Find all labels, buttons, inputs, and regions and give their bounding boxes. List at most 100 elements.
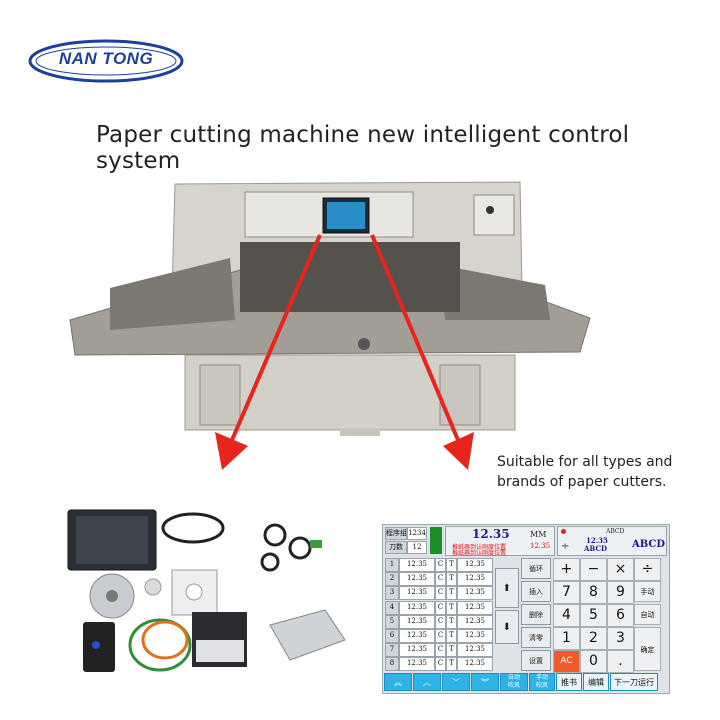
display-abcd-small: ABCD <box>606 528 625 535</box>
power-supply-part <box>269 609 346 661</box>
belt-part <box>161 512 225 544</box>
keypad-key[interactable]: − <box>580 558 607 581</box>
keypad-key[interactable]: AC <box>553 650 580 673</box>
row-t-flag[interactable]: T <box>446 572 457 587</box>
toolbar-button[interactable]: 自动 吹风 <box>500 673 528 691</box>
program-group-label: 程序组 <box>385 527 407 540</box>
scroll-down-icon[interactable]: ⬇ <box>495 610 519 644</box>
row-c-flag[interactable]: C <box>435 572 446 587</box>
toolbar-button[interactable]: ︽ <box>384 673 412 691</box>
row-c-flag[interactable]: C <box>435 600 446 615</box>
keypad-key[interactable]: 5 <box>580 604 607 627</box>
row-value[interactable]: 12.35 <box>399 586 435 601</box>
control-panel-screenshot: 程序组 1234 刀数 12 12.35 MM 推纸器到认刚度位置 推纸器到认刚… <box>382 524 670 694</box>
function-button[interactable]: 删除 <box>521 604 551 625</box>
alarm-dot-icon <box>561 529 566 534</box>
function-button[interactable]: 清零 <box>521 627 551 648</box>
status-indicator-icon <box>430 527 442 554</box>
row-number: 4 <box>385 600 399 615</box>
row-c-flag[interactable]: C <box>435 629 446 643</box>
row-number: 8 <box>385 657 399 672</box>
keypad-side-key[interactable]: 确定 <box>634 627 661 671</box>
function-button[interactable]: 循环 <box>521 558 551 579</box>
keypad-key[interactable]: 8 <box>580 581 607 604</box>
row-result[interactable]: 12.35 <box>457 600 493 615</box>
calculator-display: ABCD ÷ 12.35 ABCD ABCD <box>557 526 667 556</box>
toolbar-button[interactable]: 推书 <box>556 673 582 691</box>
position-readout: 12.35 MM 推纸器到认刚度位置 推纸器到认刚度位置 12.35 <box>445 526 555 557</box>
keypad-key[interactable]: 1 <box>553 627 580 650</box>
row-result[interactable]: 12.35 <box>457 572 493 587</box>
row-result[interactable]: 12.35 <box>457 629 493 643</box>
row-result[interactable]: 12.35 <box>457 657 493 672</box>
keypad-key[interactable]: 0 <box>580 650 607 673</box>
row-t-flag[interactable]: T <box>446 614 457 629</box>
toolbar-button[interactable]: 手动 吹风 <box>529 673 555 691</box>
row-number: 7 <box>385 643 399 658</box>
toolbar-button[interactable]: ︿ <box>413 673 441 691</box>
row-value[interactable]: 12.35 <box>399 643 435 658</box>
scroll-up-icon[interactable]: ⬆ <box>495 568 519 608</box>
row-c-flag[interactable]: C <box>435 657 446 672</box>
control-system-parts-image <box>67 509 346 672</box>
keypad-key[interactable]: 7 <box>553 581 580 604</box>
row-number: 6 <box>385 629 399 643</box>
keypad-key[interactable]: 2 <box>580 627 607 650</box>
row-result[interactable]: 12.35 <box>457 614 493 629</box>
function-button[interactable]: 设置 <box>521 650 551 671</box>
row-number: 3 <box>385 586 399 601</box>
status-line-2: 推纸器到认刚度位置 <box>452 550 507 557</box>
row-number: 1 <box>385 558 399 572</box>
row-c-flag[interactable]: C <box>435 586 446 601</box>
knife-count-label: 刀数 <box>385 541 407 554</box>
keypad-key[interactable]: × <box>607 558 634 581</box>
row-c-flag[interactable]: C <box>435 614 446 629</box>
keypad-key[interactable]: + <box>553 558 580 581</box>
brand-logo-text: NAN TONG <box>58 49 154 68</box>
function-button[interactable]: 插入 <box>521 581 551 602</box>
toolbar-button[interactable]: 下一刀运行 <box>610 673 658 691</box>
status-line-1: 推纸器到认刚度位置 <box>452 544 507 551</box>
row-number: 2 <box>385 572 399 587</box>
row-result[interactable]: 12.35 <box>457 586 493 601</box>
brand-logo-ellipse <box>28 39 184 83</box>
keypad-side-key[interactable]: 自动 <box>634 604 661 625</box>
wiring-harness-part <box>128 618 192 672</box>
row-t-flag[interactable]: T <box>446 643 457 658</box>
compatibility-note: Suitable for all types and brands of pap… <box>497 454 673 490</box>
toolbar-button[interactable]: 编辑 <box>583 673 609 691</box>
keypad-key[interactable]: . <box>607 650 634 673</box>
position-value: 12.35 <box>472 527 510 541</box>
row-value[interactable]: 12.35 <box>399 629 435 643</box>
row-value[interactable]: 12.35 <box>399 657 435 672</box>
keypad-key[interactable]: 9 <box>607 581 634 604</box>
row-c-flag[interactable]: C <box>435 558 446 572</box>
keypad-key[interactable]: 3 <box>607 627 634 650</box>
row-result[interactable]: 12.35 <box>457 643 493 658</box>
row-result[interactable]: 12.35 <box>457 558 493 572</box>
toolbar-button[interactable]: ︾ <box>471 673 499 691</box>
keypad-side-key[interactable]: 手动 <box>634 581 661 602</box>
program-group-value[interactable]: 1234 <box>407 527 427 540</box>
row-t-flag[interactable]: T <box>446 558 457 572</box>
paper-cutter-machine-image <box>69 181 591 470</box>
knife-count-value[interactable]: 12 <box>407 541 427 554</box>
row-t-flag[interactable]: T <box>446 586 457 601</box>
keypad-key[interactable]: ÷ <box>634 558 661 581</box>
row-value[interactable]: 12.35 <box>399 558 435 572</box>
row-number: 5 <box>385 614 399 629</box>
keypad-key[interactable]: 4 <box>553 604 580 627</box>
row-value[interactable]: 12.35 <box>399 572 435 587</box>
row-t-flag[interactable]: T <box>446 657 457 672</box>
row-c-flag[interactable]: C <box>435 643 446 658</box>
row-value[interactable]: 12.35 <box>399 614 435 629</box>
display-small-value: 12.35 <box>586 536 608 545</box>
toolbar-button[interactable]: ﹀ <box>442 673 470 691</box>
display-abcd-large: ABCD <box>632 539 666 550</box>
headline: Paper cutting machine new intelligent co… <box>96 122 630 174</box>
row-value[interactable]: 12.35 <box>399 600 435 615</box>
row-t-flag[interactable]: T <box>446 600 457 615</box>
keypad-key[interactable]: 6 <box>607 604 634 627</box>
row-t-flag[interactable]: T <box>446 629 457 643</box>
divide-icon: ÷ <box>561 541 570 552</box>
